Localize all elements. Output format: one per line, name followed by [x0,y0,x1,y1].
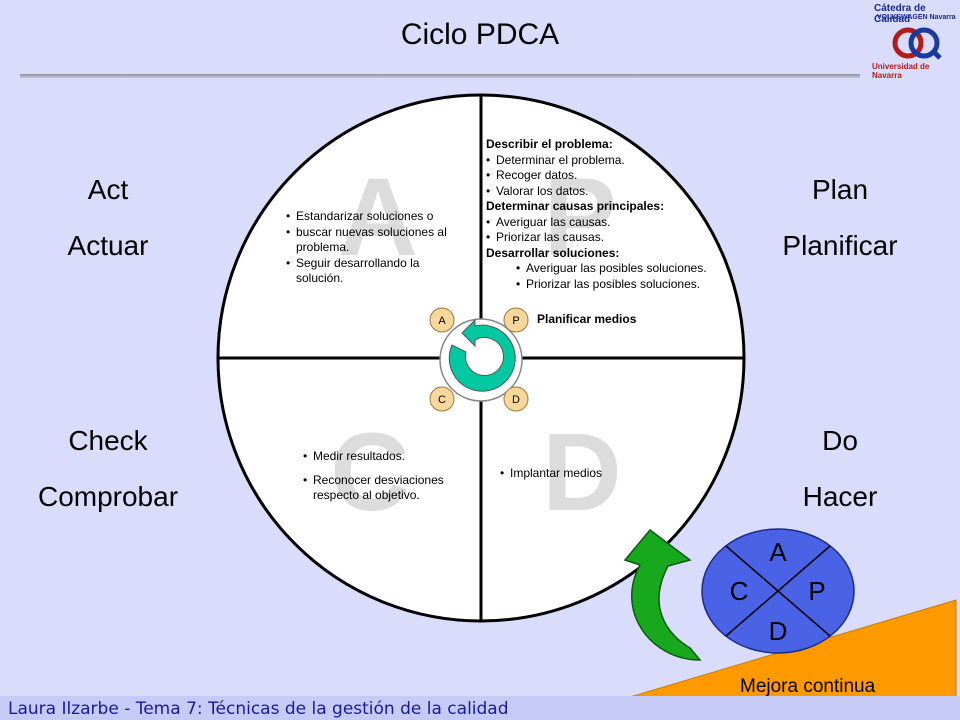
act-bullet-cont: solución. [296,271,344,285]
check-en: Check [68,425,148,456]
do-en: Do [822,425,858,456]
check-es: Comprobar [37,481,179,512]
act-bullet: Seguir desarrollando la [286,256,476,272]
mini-cycle-c: C [429,386,455,412]
svg-text:C: C [438,394,446,406]
footer-band [0,696,960,720]
mini-cycle-p: P [503,307,529,333]
big-cycle-d: D [769,616,788,646]
plan-bullet: Valorar los datos. [486,184,746,200]
act-en: Act [87,174,129,205]
big-cycle-a: A [769,537,787,567]
act-bullet-cont: problema. [296,240,350,254]
check-text: Medir resultados. Reconocer desviaciones… [303,449,483,504]
big-cycle-p: P [808,576,825,606]
do-es: Hacer [802,481,878,512]
plan-heading-medios: Planificar medios [537,312,637,326]
svg-text:D: D [512,394,520,406]
act-bullet: buscar nuevas soluciones al [286,225,476,241]
plan-heading-describir: Describir el problema: [486,137,613,151]
big-cycle-c: C [730,576,749,606]
slide-title: Ciclo PDCA [400,18,560,51]
university-logo-icon [892,27,942,60]
logo-text-universidad: Universidad de Navarra [872,62,930,80]
check-bullet: Reconocer desviaciones [303,473,483,489]
plan-bullet: Priorizar las posibles soluciones. [516,277,746,293]
plan-text: Describir el problema: Determinar el pro… [486,137,746,292]
logo-text-volkswagen: VOLKSWAGEN Navarra [877,14,956,21]
svg-text:P: P [512,315,519,327]
quadrant-label-act: Act Actuar [0,162,218,274]
plan-heading-causas: Determinar causas principales: [486,199,665,213]
do-text: Implantar medios [500,466,650,482]
title-divider [20,74,860,78]
do-bullet: Implantar medios [500,466,650,482]
big-cycle-line [725,545,831,637]
mejora-continua-label: Mejora continua [740,676,876,697]
check-bullet-cont: respecto al objetivo. [313,488,420,502]
plan-bullet: Averiguar las posibles soluciones. [516,261,746,277]
svg-text:A: A [438,315,446,327]
quadrant-label-do: Do Hacer [730,413,950,525]
plan-es: Planificar [782,230,898,261]
plan-bullet: Averiguar las causas. [486,215,746,231]
plan-bullet: Priorizar las causas. [486,230,746,246]
quadrant-label-check: Check Comprobar [0,413,218,525]
act-bullet: Estandarizar soluciones o [286,209,476,225]
big-cycle-arrow-icon [623,528,702,661]
plan-en: Plan [811,174,869,205]
plan-bullet: Determinar el problema. [486,153,746,169]
act-es: Actuar [67,230,149,261]
quadrant-label-plan: Plan Planificar [730,162,950,274]
logo-text-catedra: Cátedra de Calidad [874,3,926,25]
mini-cycle-a: A [429,307,455,333]
act-text: Estandarizar soluciones o buscar nuevas … [286,209,476,287]
mini-cycle-d: D [503,386,529,412]
plan-bullet: Recoger datos. [486,168,746,184]
check-bullet: Medir resultados. [303,449,483,465]
footer-text: Laura Ilzarbe - Tema 7: Técnicas de la g… [8,699,509,719]
mini-cycle-arrow-icon [448,318,516,392]
plan-heading-soluciones: Desarrollar soluciones: [486,245,620,260]
